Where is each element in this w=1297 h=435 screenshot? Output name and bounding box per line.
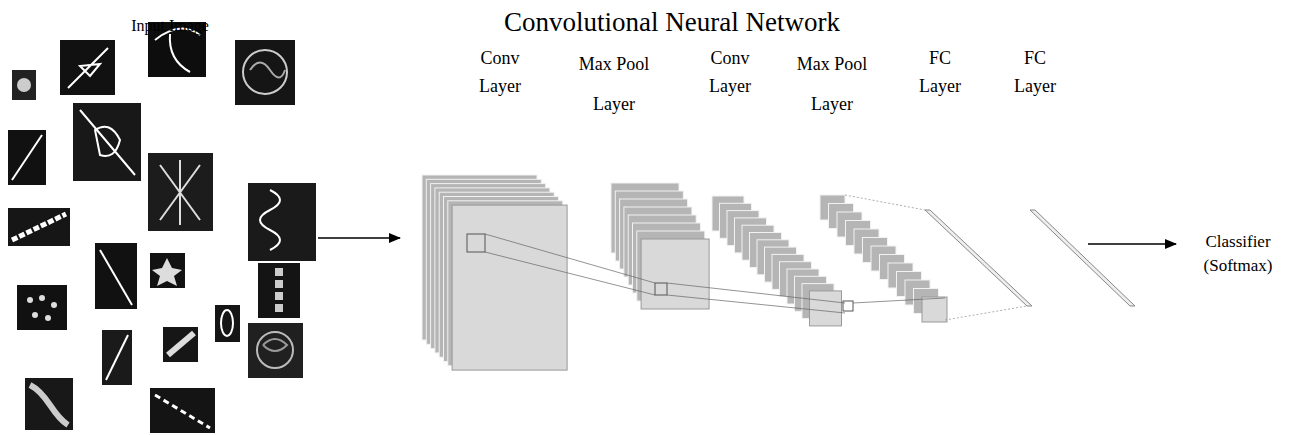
layer-label: Max Pool Layer	[792, 44, 872, 124]
plankton-images	[8, 22, 316, 433]
classifier-label: Classifier (Softmax)	[1190, 230, 1286, 278]
layer-label: FC Layer	[914, 44, 966, 100]
layer-label: Conv Layer	[474, 44, 526, 100]
kernel-window	[467, 234, 485, 252]
feature-map	[452, 205, 567, 370]
kernel-window	[655, 283, 667, 295]
input-arrow	[318, 237, 400, 239]
output-arrow	[1088, 243, 1176, 245]
image-heading: Input Image	[131, 16, 209, 36]
connection-lines	[845, 195, 1027, 320]
layer-label: Conv Layer	[704, 44, 756, 100]
diagram-title: Convolutional Neural Network	[504, 6, 840, 38]
layer-label: FC Layer	[1009, 44, 1061, 100]
receptive-field-lines	[485, 234, 945, 313]
feature-map	[810, 291, 842, 326]
layer-label: Max Pool Layer	[574, 44, 654, 124]
fc-layers	[925, 210, 1135, 306]
feature-map-stacks	[422, 175, 947, 370]
feature-map	[922, 297, 947, 322]
kernel-window	[843, 301, 853, 311]
